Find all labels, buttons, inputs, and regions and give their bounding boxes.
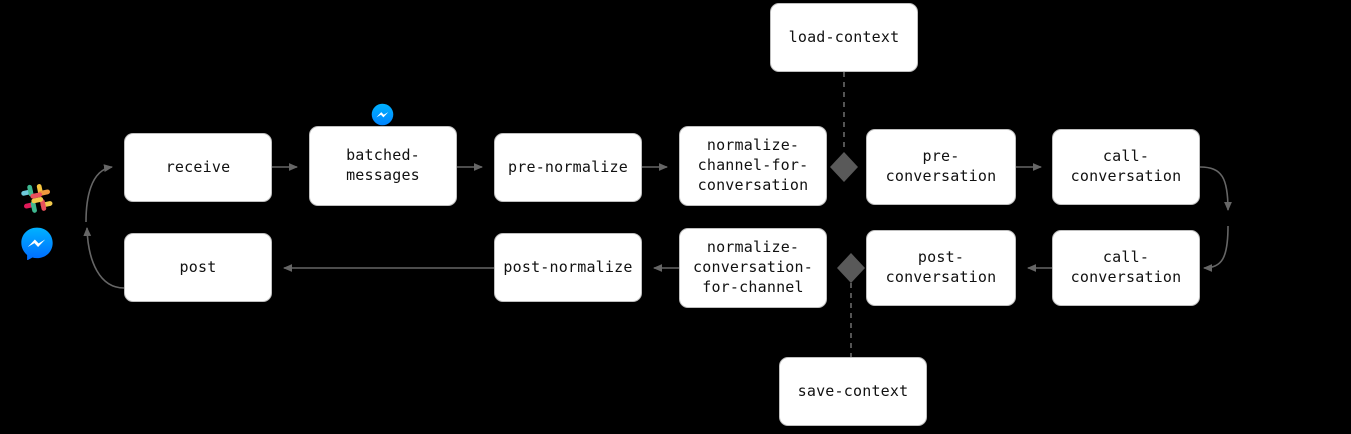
node-normalize-conversation-for-channel[interactable]: normalize- conversation- for-channel <box>679 228 827 308</box>
node-post-conversation[interactable]: post- conversation <box>866 230 1016 306</box>
node-save-context[interactable]: save-context <box>779 357 927 426</box>
node-call-conversation-bottom[interactable]: call- conversation <box>1052 230 1200 306</box>
node-pre-normalize[interactable]: pre-normalize <box>494 133 642 202</box>
node-pre-conversation[interactable]: pre- conversation <box>866 129 1016 205</box>
edge-sources-to-receive <box>85 164 113 223</box>
edge-wrap-to-callconversation-bottom <box>1203 225 1229 272</box>
diamond-save-context <box>837 253 865 283</box>
edge-post-to-sources <box>83 227 125 289</box>
node-post[interactable]: post <box>124 233 272 302</box>
node-post-normalize[interactable]: post-normalize <box>494 233 642 302</box>
node-normalize-channel-for-conversation[interactable]: normalize- channel-for- conversation <box>679 126 827 206</box>
node-call-conversation-top[interactable]: call- conversation <box>1052 129 1200 205</box>
node-load-context[interactable]: load-context <box>770 3 918 72</box>
slack-icon <box>18 180 56 218</box>
messenger-icon <box>371 103 394 126</box>
diamond-load-context <box>830 152 858 182</box>
node-batched-messages[interactable]: batched- messages <box>309 126 457 206</box>
messenger-icon <box>20 226 54 261</box>
node-receive[interactable]: receive <box>124 133 272 202</box>
edge-callconversation-top-wrap <box>1199 166 1232 211</box>
